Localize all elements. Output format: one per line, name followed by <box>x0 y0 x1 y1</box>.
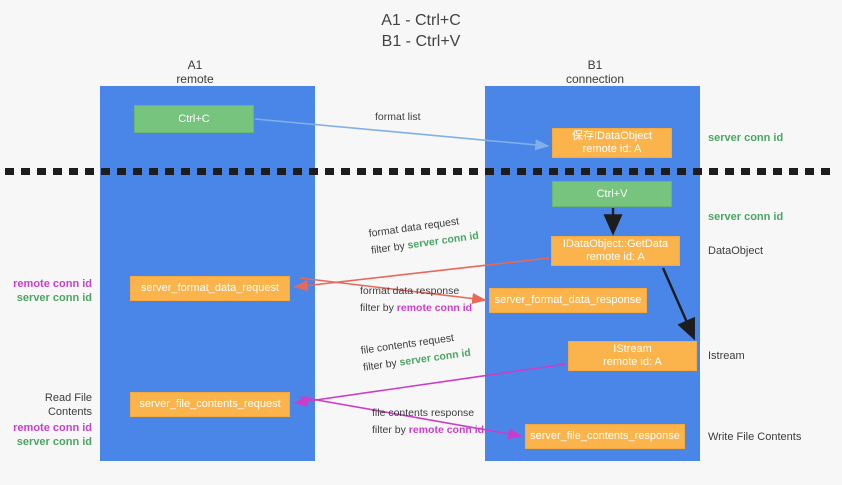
title-line-1: A1 - Ctrl+C <box>381 12 461 29</box>
note-dataobject: DataObject <box>708 245 764 257</box>
node-ctrl-c-label: Ctrl+C <box>178 112 210 125</box>
filter-prefix: filter by <box>370 239 409 257</box>
title-line-2: B1 - Ctrl+V <box>381 33 461 50</box>
column-header-b1: B1 connection <box>520 58 670 86</box>
column-header-a1-sub: remote <box>176 72 214 86</box>
node-istream-line1: IStream <box>613 343 652 355</box>
column-header-b1-name: B1 <box>587 58 603 72</box>
node-server-format-data-request-label: server_format_data_request <box>140 282 280 294</box>
node-ctrl-v[interactable]: Ctrl+V <box>552 181 672 207</box>
note-read-file-contents-block: Read File Contents remote conn id server… <box>0 391 92 449</box>
note-read-file-contents: Read File Contents <box>44 392 92 418</box>
note-remote-conn-id: remote conn id <box>13 422 92 434</box>
note-write-file-contents: Write File Contents <box>708 431 802 443</box>
edge-label-format-data-response-filter: filter by remote conn id <box>360 302 472 315</box>
node-save-idataobject-line2: remote id: A <box>582 143 642 155</box>
node-idataobject-getdata[interactable]: IDataObject::GetData remote id: A <box>551 236 680 266</box>
filter-value-remote-conn-id: remote conn id <box>396 302 473 314</box>
node-server-format-data-response[interactable]: server_format_data_response <box>489 288 647 313</box>
edge-label-file-contents-response-filter: filter by remote conn id <box>372 424 484 437</box>
node-save-idataobject[interactable]: 保存IDataObject remote id: A <box>552 128 672 158</box>
page-title: A1 - Ctrl+C B1 - Ctrl+V <box>0 10 842 52</box>
note-remote-conn-id: remote conn id <box>13 278 92 290</box>
edge-label-file-contents-response: file contents response filter by remote … <box>372 407 484 437</box>
filter-prefix: filter by <box>372 424 409 436</box>
node-save-idataobject-line1: 保存IDataObject <box>571 130 653 142</box>
edge-label-format-data-response-text: format data response <box>360 285 460 297</box>
edge-label-file-contents-response-text: file contents response <box>372 407 475 419</box>
note-conn-ids-format: remote conn id server conn id <box>0 277 92 305</box>
note-server-conn-id-top: server conn id <box>708 132 784 144</box>
node-server-format-data-response-label: server_format_data_response <box>494 294 642 306</box>
column-header-a1-name: A1 <box>187 58 203 72</box>
node-idataobject-getdata-line2: remote id: A <box>586 251 645 263</box>
note-server-conn-id-mid: server conn id <box>708 211 784 223</box>
node-ctrl-v-label: Ctrl+V <box>596 187 628 200</box>
node-ctrl-c[interactable]: Ctrl+C <box>134 105 254 133</box>
note-istream: Istream <box>708 350 745 362</box>
edge-label-file-contents-request: file contents request filter by server c… <box>360 330 472 375</box>
note-server-conn-id: server conn id <box>16 436 92 448</box>
filter-prefix: filter by <box>362 356 401 374</box>
note-server-conn-id: server conn id <box>16 292 92 304</box>
node-server-file-contents-response[interactable]: server_file_contents_response <box>525 424 685 449</box>
edge-label-format-list-text: format list <box>375 111 421 123</box>
dashed-divider <box>5 168 837 175</box>
node-istream[interactable]: IStream remote id: A <box>568 341 697 371</box>
column-header-b1-sub: connection <box>565 72 625 86</box>
node-idataobject-getdata-line1: IDataObject::GetData <box>562 238 669 250</box>
node-server-format-data-request[interactable]: server_format_data_request <box>130 276 290 301</box>
filter-value-remote-conn-id: remote conn id <box>408 424 485 436</box>
edge-label-format-data-response: format data response filter by remote co… <box>360 285 472 315</box>
node-istream-line2: remote id: A <box>603 356 662 368</box>
node-server-file-contents-request[interactable]: server_file_contents_request <box>130 392 290 417</box>
node-server-file-contents-request-label: server_file_contents_request <box>139 398 281 410</box>
node-server-file-contents-response-label: server_file_contents_response <box>530 430 680 442</box>
column-header-a1: A1 remote <box>120 58 270 86</box>
filter-prefix: filter by <box>360 302 397 314</box>
edge-label-format-list: format list <box>375 111 421 124</box>
edge-label-format-data-request: format data request filter by server con… <box>368 213 480 258</box>
